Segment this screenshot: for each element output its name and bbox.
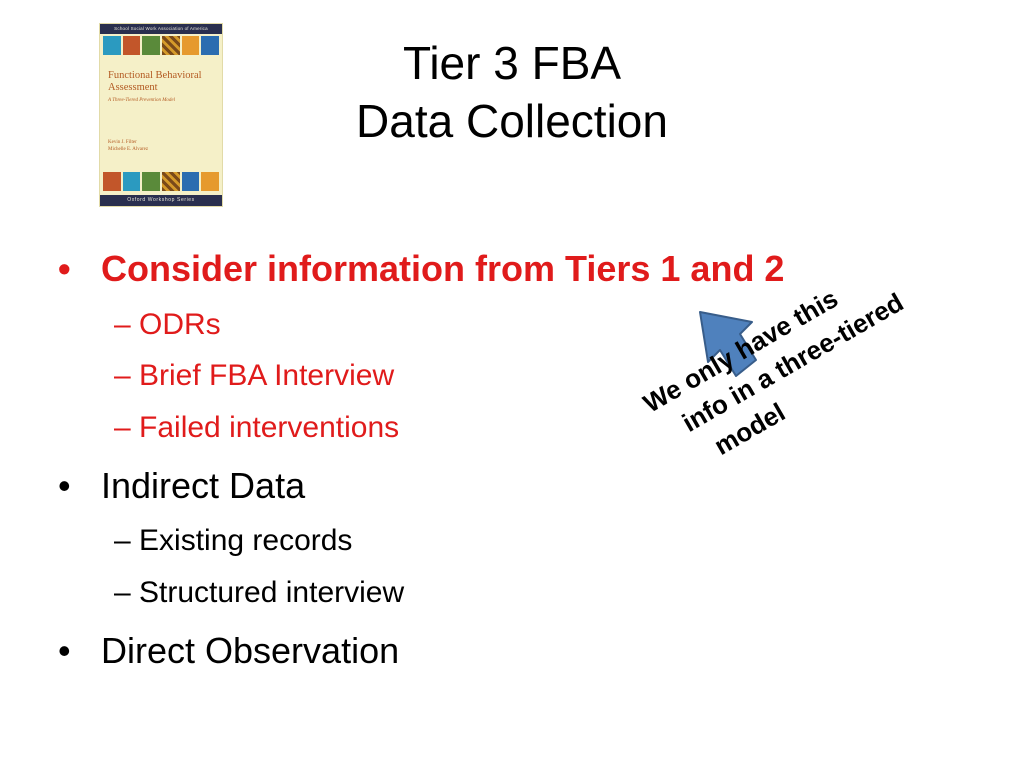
slide-title: Tier 3 FBA Data Collection [0,34,1024,150]
book-cover-image: School Social Work Association of Americ… [100,24,222,206]
sub-bullet-item: – Structured interview [114,576,405,609]
sub-bullet-item: – Failed interventions [114,411,400,444]
arrow-shape [699,311,757,377]
book-square [181,36,200,55]
book-author: Michelle E. Alvarez [108,147,149,152]
book-title: Functional Behavioral Assessment [108,70,202,93]
book-square [142,172,161,191]
book-color-squares-top [103,36,220,55]
sub-bullet-item: – ODRs [114,308,221,341]
book-square [162,172,180,191]
bullet-text: Indirect Data [101,465,306,506]
bullet-dot: • [58,630,71,671]
book-square [103,172,121,191]
book-square [142,36,161,55]
bullet-text: Direct Observation [101,630,400,671]
book-square [122,36,141,55]
bullet-dot: • [58,465,71,506]
book-square [162,36,180,55]
sub-bullet-item: – Existing records [114,524,353,557]
book-subtitle: A Three-Tiered Prevention Model [108,98,175,103]
book-color-squares-bottom [103,172,220,191]
book-square [201,172,220,191]
slide-title-line-1: Tier 3 FBA [402,37,622,89]
book-square [181,172,200,191]
slide-title-line-2: Data Collection [356,95,668,147]
book-square [103,36,121,55]
book-authors: Kevin J. Filter Michelle E. Alvarez [108,139,218,153]
arrow-up-left-icon [699,311,757,377]
book-footer-label: Oxford Workshop Series [100,195,222,206]
annotation-note: We only have this info in a three-tiered… [637,230,968,484]
sub-bullet-item: – Brief FBA Interview [114,359,395,392]
book-author: Kevin J. Filter [108,140,137,145]
book-square [201,36,220,55]
bullet-text: Consider information from Tiers 1 and 2 [101,248,785,289]
book-square [122,172,141,191]
book-series-label: School Social Work Association of Americ… [100,24,222,34]
bullet-dot: • [58,248,71,289]
